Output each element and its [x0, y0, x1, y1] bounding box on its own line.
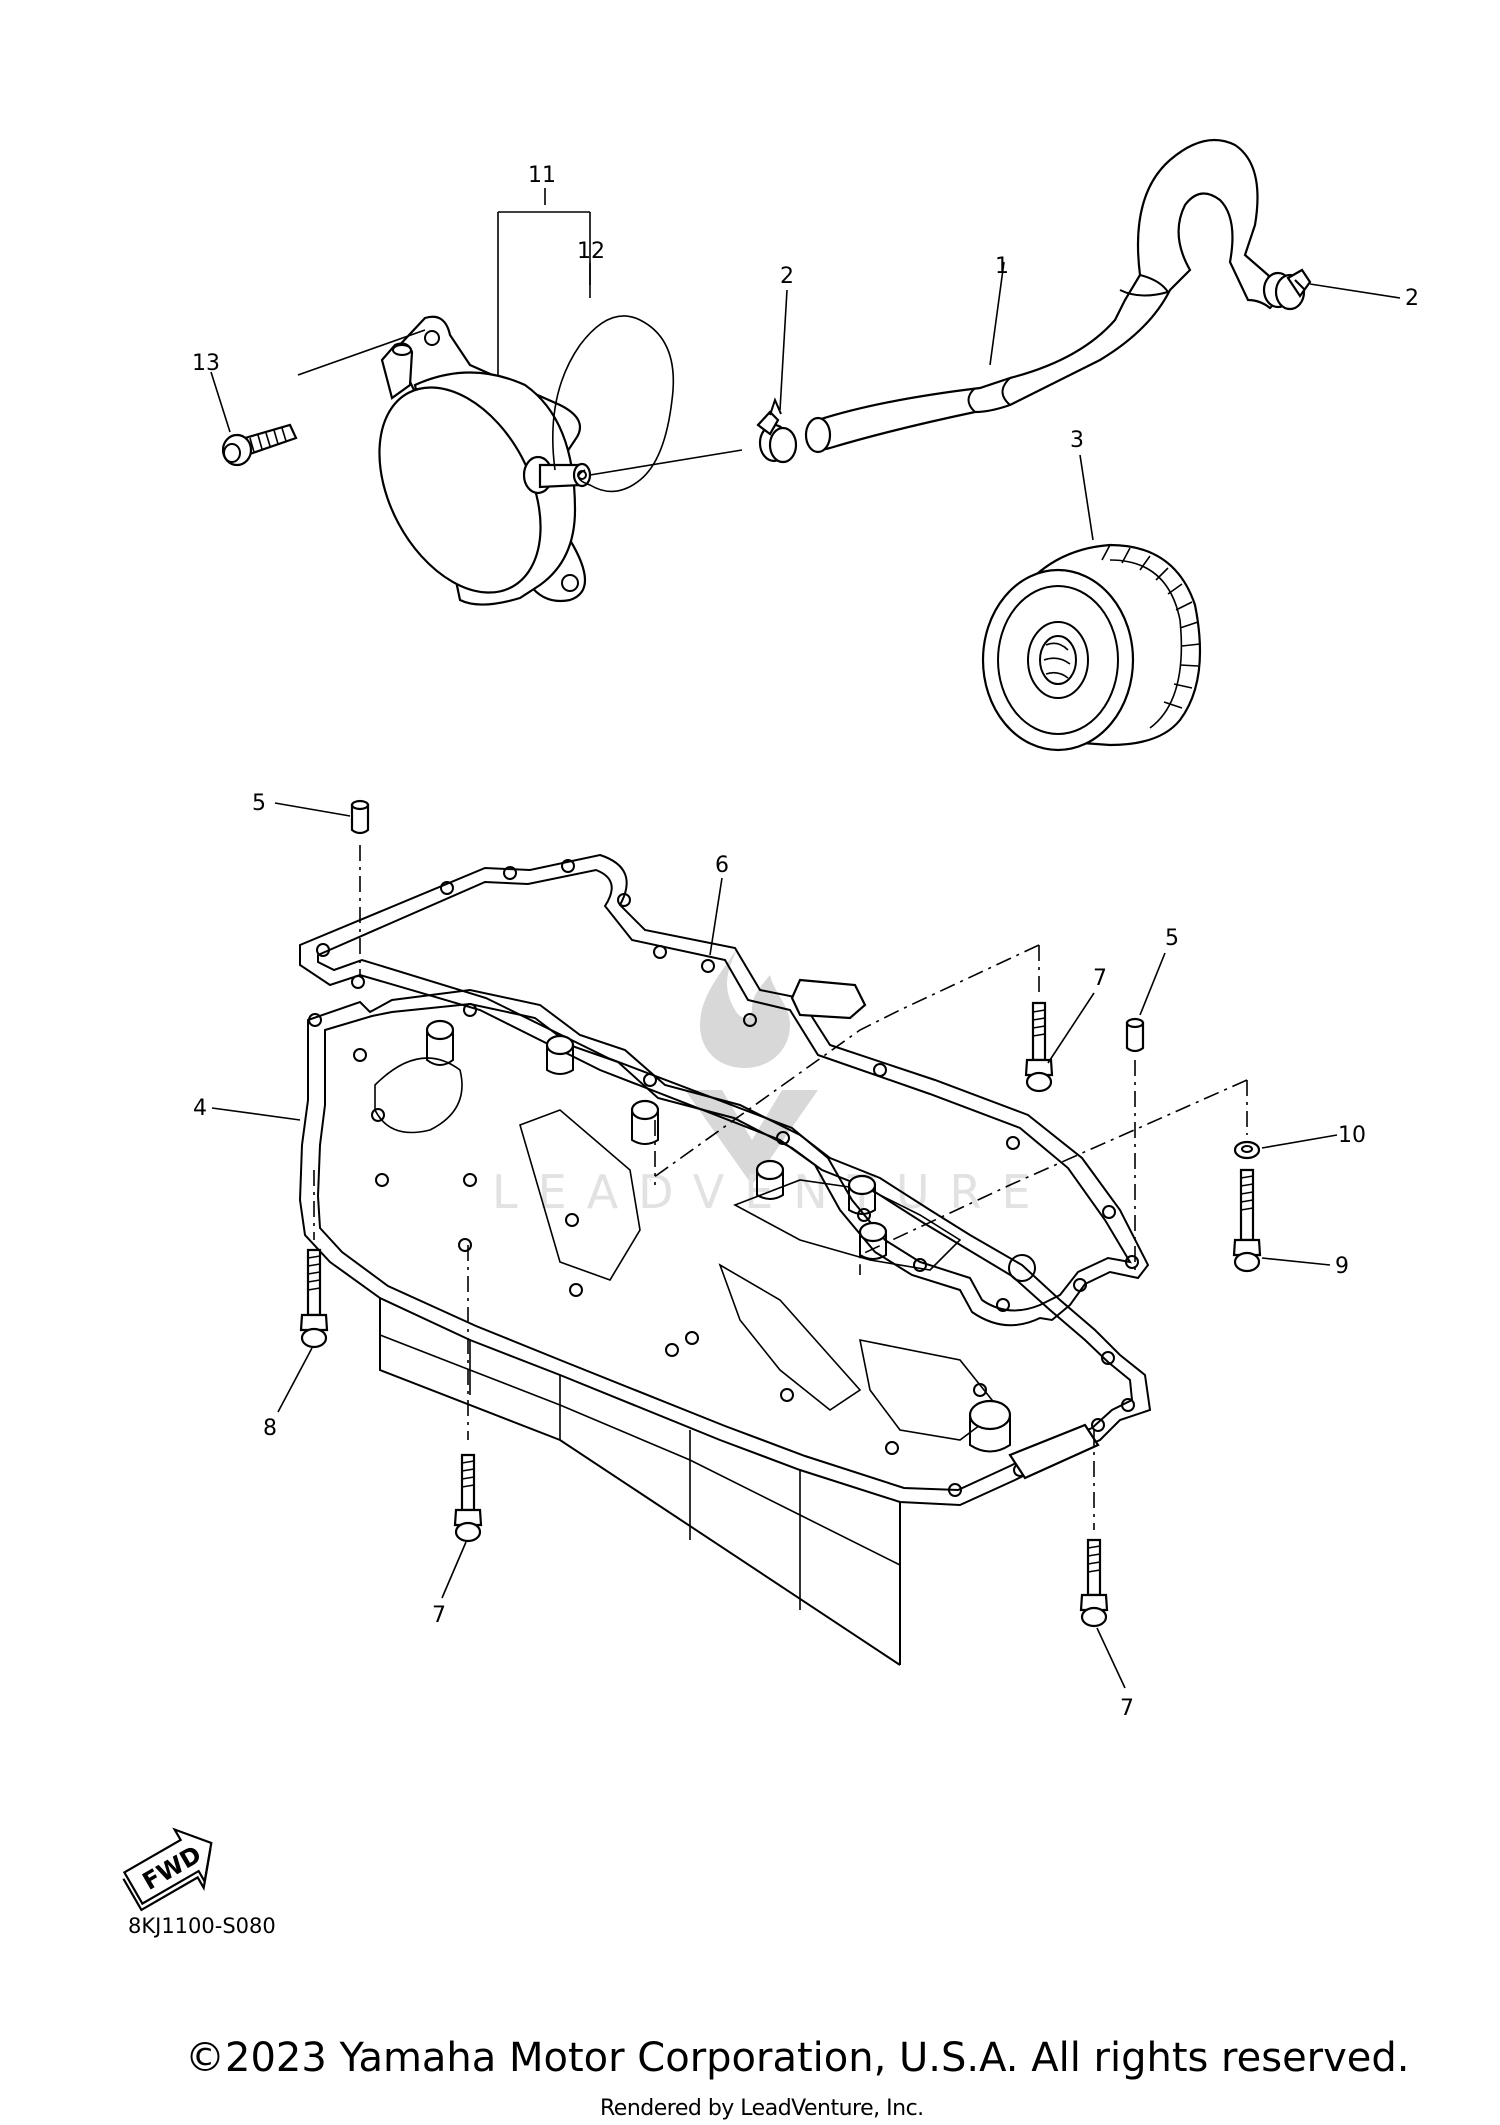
callout-5-left: 5	[252, 791, 266, 816]
diagram-code: 8KJ1100-S080	[128, 1914, 276, 1938]
callout-6: 6	[715, 853, 729, 878]
oil-filter-center-ring	[1027, 621, 1089, 699]
assembly-lines	[297, 329, 1248, 1530]
oil-pan-bosses	[425, 1019, 1012, 1453]
callout-4: 4	[193, 1096, 207, 1121]
oil-pan-4	[298, 988, 1152, 1666]
gasket-oval-tab	[790, 978, 867, 1020]
callout-3: 3	[1070, 428, 1084, 453]
rendered-by-notice: Rendered by LeadVenture, Inc.	[600, 2096, 924, 2121]
bolt-7-right	[1079, 1538, 1109, 1628]
callout-10: 10	[1338, 1123, 1366, 1148]
oil-filter-face	[981, 568, 1135, 752]
gasket-bolt-holes	[316, 859, 1139, 1312]
oil-pan-bolt-holes	[308, 1013, 1135, 1497]
bolt-9	[1232, 1168, 1262, 1273]
washer-10	[1233, 1140, 1261, 1160]
hose-joint-2	[1001, 377, 1011, 406]
outlet-nipple-end	[572, 462, 592, 488]
drain-bracket	[1008, 1423, 1100, 1480]
oil-filter-gasket	[997, 585, 1119, 735]
oil-pan-gasket-6	[299, 853, 1150, 1327]
fwd-arrow-icon: FWD	[122, 1827, 213, 1912]
hose-clamp-right	[1262, 268, 1312, 311]
hose-joint-3	[1119, 274, 1170, 297]
flange-hole-top	[424, 330, 440, 346]
callout-9: 9	[1335, 1254, 1349, 1279]
callout-leaders	[210, 188, 1401, 1689]
o-ring-12	[552, 315, 675, 493]
callout-7-right: 7	[1120, 1696, 1134, 1721]
flame-icon	[700, 935, 790, 1068]
callout-12: 12	[577, 239, 605, 264]
dowel-pin-5-right	[1125, 1017, 1145, 1053]
oil-filter-threaded-bore	[1039, 635, 1077, 685]
callout-2-right: 2	[1405, 286, 1419, 311]
callout-2-left: 2	[780, 264, 794, 289]
flange-hole-bottom	[561, 574, 579, 592]
oil-hose-1	[804, 138, 1277, 454]
oil-cooler-face	[378, 386, 542, 594]
gasket-round-hole	[1008, 1254, 1036, 1282]
callout-1: 1	[995, 254, 1009, 279]
callout-11: 11	[528, 163, 556, 188]
callout-13: 13	[192, 351, 220, 376]
bolt-7-left	[453, 1453, 483, 1543]
bolt-8	[299, 1248, 329, 1349]
callout-7-left: 7	[432, 1603, 446, 1628]
oil-cooler-upper-stub	[380, 342, 414, 400]
callout-7-top: 7	[1093, 966, 1107, 991]
bolt-7-top	[1024, 1001, 1054, 1093]
dowel-pin-5-left	[350, 799, 370, 835]
callout-8: 8	[263, 1416, 277, 1441]
hose-joint-1	[967, 387, 976, 413]
hose-clamp-left	[756, 397, 798, 464]
callout-numbers: 1 2 2 3 4 5 5 6 7 7 7 8 9 10 11 12 13	[192, 163, 1419, 1721]
upper-stub-opening	[392, 344, 412, 356]
bolt-13	[221, 423, 298, 467]
copyright-notice: ©2023 Yamaha Motor Corporation, U.S.A. A…	[185, 2035, 1410, 2081]
oil-cooler-assembly	[378, 315, 592, 606]
oil-pan-bottom-edge	[379, 1298, 901, 1666]
callout-5-right: 5	[1165, 926, 1179, 951]
hose-end-left	[804, 416, 832, 454]
oil-filter-3	[981, 543, 1202, 752]
